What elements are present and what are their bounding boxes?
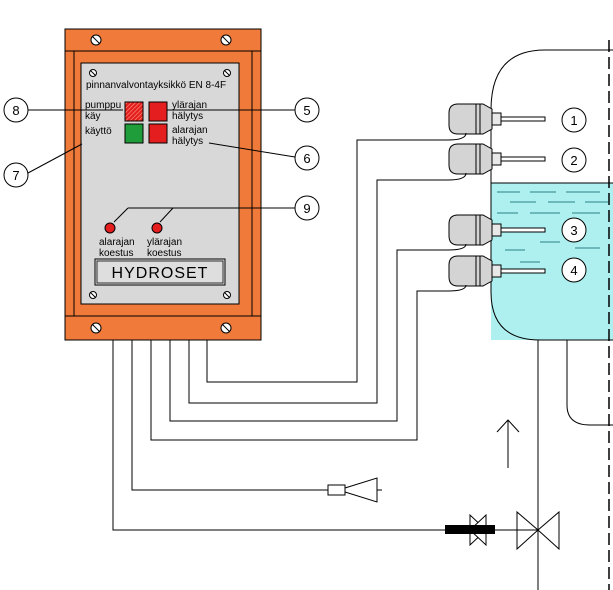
svg-text:5: 5 [303, 103, 310, 118]
wire-valve [112, 340, 445, 531]
pump-running-indicator [124, 101, 144, 122]
sensors [448, 103, 546, 287]
brand-plate [94, 258, 226, 286]
tank [445, 40, 613, 590]
upper-test-button[interactable] [151, 222, 163, 234]
label-lower-test-2: koestus [99, 248, 133, 259]
wire-sensor-4 [150, 284, 467, 441]
tank-inlet-pipe [566, 340, 613, 426]
callout-3: 3 [561, 217, 587, 243]
label-pump-running: käy [85, 111, 101, 122]
callout-8: 8 [3, 97, 29, 123]
svg-text:4: 4 [570, 263, 577, 278]
operation-indicator [124, 123, 144, 144]
sensor-3 [448, 214, 546, 246]
label-upper-alarm-2: hälytys [172, 111, 203, 122]
device-title: pinnanvalvontayksikkö EN 8-4F [86, 80, 226, 91]
label-upper-test-1: ylärajan [147, 237, 182, 248]
callout-6: 6 [294, 145, 320, 171]
upper-alarm-indicator [148, 101, 168, 122]
svg-text:2: 2 [570, 153, 577, 168]
callouts: 1 2 3 4 5 6 7 8 9 [3, 97, 587, 283]
svg-text:9: 9 [303, 201, 310, 216]
check-valve-icon [445, 513, 538, 547]
lower-alarm-indicator [148, 123, 168, 144]
callout-9: 9 [294, 195, 320, 221]
wiring [112, 132, 467, 531]
label-operation: käyttö [85, 126, 112, 137]
callout-2: 2 [561, 147, 587, 173]
wire-sensor-3 [169, 243, 467, 422]
svg-text:8: 8 [12, 103, 19, 118]
sensor-2 [448, 143, 546, 175]
svg-text:1: 1 [570, 113, 577, 128]
lower-test-button[interactable] [104, 222, 116, 234]
label-upper-alarm-1: ylärajan [172, 100, 207, 111]
callout-1: 1 [561, 107, 587, 133]
svg-text:7: 7 [12, 168, 19, 183]
label-lower-alarm-1: alarajan [172, 125, 208, 136]
label-upper-test-2: koestus [147, 248, 181, 259]
sensor-4 [448, 255, 546, 287]
callout-5: 5 [294, 97, 320, 123]
callout-leaders [27, 109, 296, 223]
brand-plate-inner [96, 260, 224, 284]
label-pump: pumppu [85, 100, 121, 111]
callout-4: 4 [561, 257, 587, 283]
svg-text:3: 3 [570, 223, 577, 238]
label-lower-alarm-2: hälytys [172, 136, 203, 147]
water-waves [497, 191, 608, 263]
callout-7: 7 [3, 162, 29, 188]
screw-icons [89, 34, 232, 334]
wire-sensor-1 [206, 132, 467, 383]
brand-name: HYDROSET [112, 265, 209, 282]
sensor-1 [448, 103, 546, 135]
tank-water [491, 183, 613, 340]
horn-icon [327, 477, 382, 503]
control-unit: pinnanvalvontayksikkö EN 8-4F pumppu käy… [64, 28, 262, 341]
label-lower-test-1: alarajan [99, 237, 135, 248]
svg-text:6: 6 [303, 151, 310, 166]
wire-sensor-2 [188, 172, 467, 404]
flow-direction-arrow [496, 419, 520, 468]
wire-horn [131, 340, 328, 491]
